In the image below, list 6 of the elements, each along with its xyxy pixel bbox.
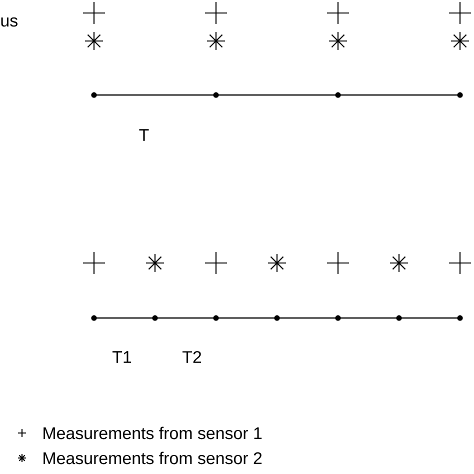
legend-text: Measurements from sensor 1 — [44, 426, 262, 440]
axis-label: T2 — [182, 351, 202, 363]
legend-text: Measurements from sensor 2 — [44, 452, 262, 464]
axis-label: T1 — [112, 351, 132, 363]
axis-label: us — [1, 17, 18, 27]
axis-label: T — [139, 129, 149, 141]
